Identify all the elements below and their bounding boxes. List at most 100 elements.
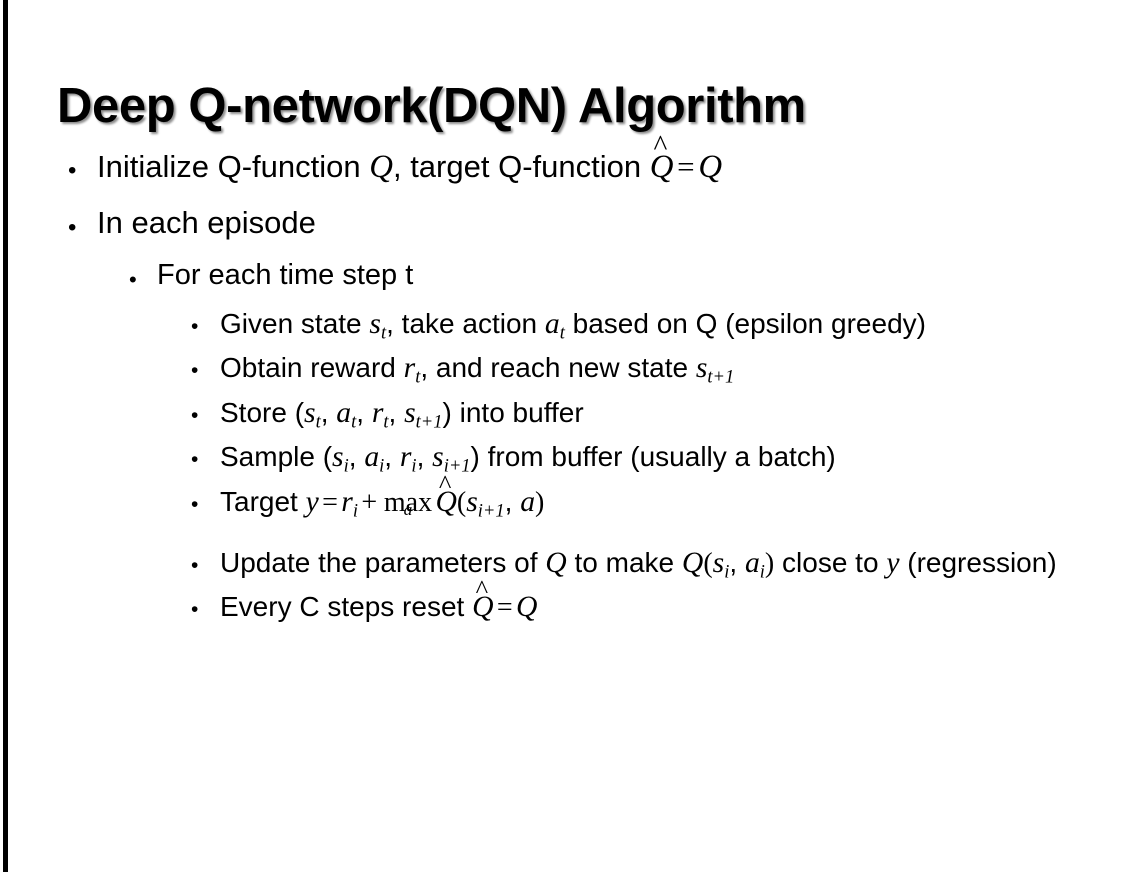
bullet-dot-icon: • [191,448,199,472]
math-var-a: a [544,307,560,340]
math-var-r: r [371,396,384,429]
math-var-q-hat: ^Q [435,471,457,522]
math-subscript: i [379,456,385,476]
text-run: , [416,441,433,473]
text-run: (regression) [899,546,1057,578]
bullet-dot-icon: • [191,314,199,338]
math-var-q-hat: ^Q [649,131,674,189]
math-subscript: t+1 [415,411,443,432]
list-item-initialize: • Initialize Q-function Q, target Q-func… [0,131,1124,189]
math-subscript: t [351,411,357,432]
bullet-dot-icon: • [68,213,77,241]
math-hat-accent: ^ [475,574,489,605]
math-subscript: i+1 [443,456,471,476]
math-var-q: Q [369,149,393,185]
math-var-q: Q [516,591,538,624]
math-subscript: i [352,500,358,521]
math-paren-open: ( [703,547,713,579]
math-var-s: s [466,486,478,519]
math-var-s: s [332,441,344,474]
text-run: , [504,486,521,518]
list-item-text: For each time step t [157,259,414,291]
math-var-q-hat: ^Q [472,576,494,627]
math-subscript: t [380,322,387,343]
text-run: , [384,441,400,473]
math-subscript: i [343,456,349,476]
math-var-r: r [399,441,412,474]
text-run: Initialize Q-function [97,149,370,184]
list-item-text: Given state st, take action at based on … [220,305,1070,344]
math-var-s2: s [404,396,416,429]
math-subscript: i [759,561,765,582]
bullet-dot-icon: • [191,403,199,427]
list-item-text: In each episode [97,204,316,240]
text-run: , and reach new state [420,352,696,384]
list-item-timestep: • For each time step t [0,257,1124,295]
text-run: ) from buffer (usually a batch) [470,441,836,473]
text-run: Update the parameters of [220,546,546,578]
bullet-dot-icon: • [191,493,199,517]
list-item-text: Every C steps reset ^Q=Q [220,576,1070,627]
math-var-q-base: Q [649,149,674,185]
math-hat-accent: ^ [653,130,668,163]
bullet-dot-icon: • [129,267,137,292]
text-run: , [348,441,365,473]
math-var-a: a [336,396,352,429]
text-run: , [320,396,337,428]
math-var-y: y [886,546,900,579]
text-run: Given state [220,307,370,339]
math-var-q-base: Q [435,486,457,519]
math-var-q-base: Q [472,591,494,624]
list-item-text: Obtain reward rt, and reach new state st… [220,349,1070,388]
math-var-a: a [520,486,536,519]
page-title: Deep Q-network(DQN) Algorithm [57,78,806,133]
text-run: Obtain reward [220,352,404,384]
math-op-equals: = [677,149,695,184]
math-op-equals: = [496,592,513,624]
text-run: based on Q (epsilon greedy) [564,307,926,339]
math-var-r: r [341,486,353,519]
math-var-q: Q [545,546,567,579]
list-item-text: Store (st, at, rt, st+1) into buffer [220,394,1070,433]
math-subscript: t [315,411,321,432]
math-var-s: s [712,546,725,579]
math-hat-accent: ^ [438,468,452,499]
text-run: Store ( [220,396,305,428]
list-item-obtain-reward: • Obtain reward rt, and reach new state … [0,349,1124,388]
math-var-r: r [403,352,416,385]
math-subscript: i [724,561,730,582]
math-paren-close: ) [764,547,775,579]
math-var-s2: s [432,441,444,474]
text-run: , [729,546,745,578]
math-subscript: t [415,366,421,387]
math-var-q2: Q [698,149,723,185]
math-subscript: t [383,411,389,432]
text-run: to make [566,546,682,578]
text-run: , target Q-function [392,149,650,184]
math-var-s: s [695,352,708,385]
math-subscript: i [411,456,417,476]
bullet-dot-icon: • [191,598,199,622]
math-paren-close: ) [535,487,545,519]
math-var-y: y [305,486,319,519]
list-item-text: Sample (si, ai, ri, si+1) from buffer (u… [220,438,1070,477]
text-run: ) into buffer [442,396,584,428]
left-edge-rule [3,0,8,872]
math-max-name: max [383,487,433,519]
math-subscript: t+1 [707,366,735,387]
math-var-q2: Q [681,546,704,579]
bullet-list: • Initialize Q-function Q, target Q-func… [0,131,1124,633]
list-item-given-state: • Given state st, take action at based o… [0,305,1124,344]
list-item-text: Update the parameters of Q to make Q(si,… [220,544,1070,583]
math-subscript: i+1 [477,500,505,521]
list-item-episode: • In each episode [0,203,1124,243]
text-run: , [388,396,405,428]
math-var-a: a [364,441,380,474]
bullet-dot-icon: • [191,359,199,383]
math-var-s: s [369,307,381,340]
bullet-dot-icon: • [68,157,77,184]
text-run: , [356,396,372,428]
